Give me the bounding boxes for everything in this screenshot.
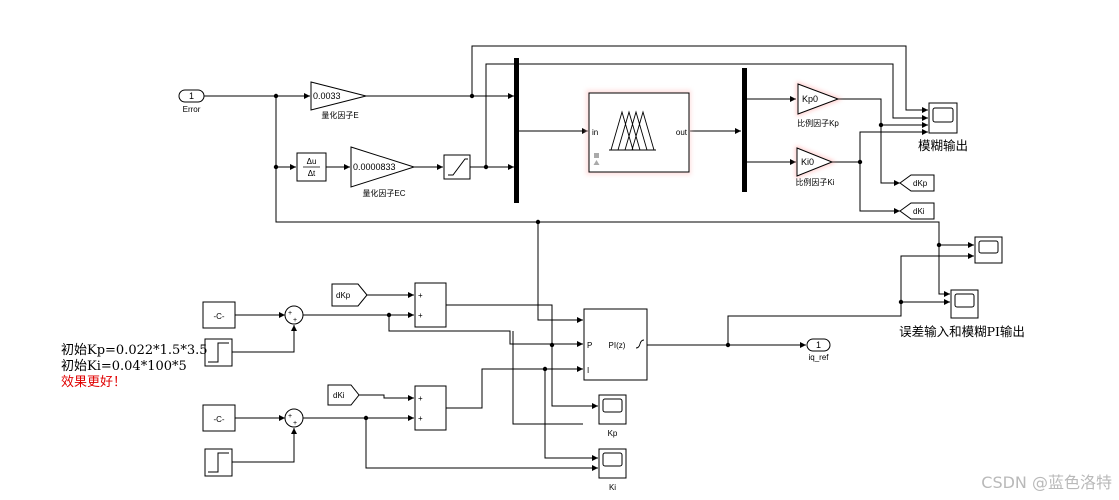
- scope-kp[interactable]: Kp: [598, 394, 627, 438]
- scope-error-lower[interactable]: 误差输入和模糊PI输出: [899, 289, 1025, 339]
- svg-text:-C-: -C-: [213, 312, 224, 321]
- step-ki[interactable]: [204, 448, 233, 477]
- scope-ki[interactable]: Ki: [598, 448, 627, 492]
- svg-text:+: +: [293, 317, 297, 324]
- svg-text:out: out: [676, 128, 688, 137]
- scope-ki-label: Ki: [609, 483, 616, 492]
- svg-text:dKi: dKi: [913, 207, 925, 216]
- note-line-1: 初始Kp=0.022*1.5*3.5: [61, 343, 208, 358]
- saturation-icon: [635, 339, 645, 349]
- svg-text:+: +: [418, 311, 423, 320]
- constant-kp[interactable]: -C-: [202, 301, 236, 329]
- from-dkp[interactable]: dKp: [331, 283, 368, 307]
- svg-text:P: P: [587, 341, 592, 350]
- svg-text:+: +: [293, 420, 297, 427]
- svg-text:Kp0: Kp0: [802, 94, 818, 104]
- from-dki[interactable]: dKi: [327, 384, 360, 406]
- outport-label: iq_ref: [808, 353, 829, 362]
- svg-text:+: +: [418, 291, 423, 300]
- branch-points: [273, 93, 942, 421]
- scope-fuzzy-output[interactable]: 模糊输出: [918, 102, 968, 153]
- inport-error-label: Error: [183, 105, 201, 114]
- svg-text:0.0033: 0.0033: [313, 91, 341, 101]
- annotation-note: 初始Kp=0.022*1.5*3.5 初始Ki=0.04*100*5 效果更好！: [61, 343, 208, 390]
- scope-fuzzy-label: 模糊输出: [918, 138, 968, 153]
- pi-controller-block[interactable]: P I PI(z): [583, 308, 648, 381]
- derivative-block[interactable]: Δu Δt: [296, 152, 327, 182]
- svg-text:dKp: dKp: [336, 291, 351, 300]
- gain-e-label: 量化因子E: [321, 110, 358, 120]
- svg-text:PI(z): PI(z): [609, 341, 626, 350]
- wire-e-to-fuzzy-scope: [471, 45, 928, 113]
- watermark-text: CSDN @蓝色洛特: [981, 473, 1112, 492]
- membership-functions-icon: [609, 110, 656, 151]
- svg-text:0.0000833: 0.0000833: [353, 162, 396, 172]
- gain-kp0-label: 比例因子Kp: [797, 118, 839, 128]
- svg-text:dKp: dKp: [913, 179, 928, 188]
- sum-circle-kp[interactable]: + +: [284, 305, 304, 325]
- sum-block-ki[interactable]: + +: [414, 385, 447, 431]
- gain-block-ec[interactable]: 0.0000833 量化因子EC: [350, 146, 416, 198]
- svg-text:+: +: [418, 414, 423, 423]
- note-line-3: 效果更好！: [61, 375, 126, 390]
- scope-kp-label: Kp: [608, 429, 618, 438]
- svg-text:Δu: Δu: [307, 157, 317, 166]
- sum-circle-ki[interactable]: + +: [284, 408, 304, 428]
- gain-block-kp0[interactable]: Kp0 比例因子Kp: [796, 81, 843, 128]
- wire-ec-to-fuzzy-scope: [485, 63, 928, 167]
- svg-text:+: +: [288, 310, 292, 317]
- svg-text:dKi: dKi: [333, 391, 345, 400]
- svg-text:1: 1: [189, 91, 194, 101]
- wire-error-down: [275, 167, 538, 223]
- svg-text:+: +: [288, 413, 292, 420]
- svg-text:Δt: Δt: [308, 169, 316, 178]
- svg-text:in: in: [592, 128, 598, 137]
- svg-text:Ki0: Ki0: [801, 157, 814, 167]
- fuzzy-logic-controller[interactable]: in out: [586, 90, 691, 175]
- goto-dki[interactable]: dKi: [899, 202, 935, 220]
- inport-error[interactable]: 1 Error: [178, 89, 205, 114]
- scope-error-upper[interactable]: [974, 236, 1003, 264]
- step-kp[interactable]: [204, 338, 233, 367]
- demux-bar[interactable]: [742, 68, 747, 192]
- outport-iq-ref[interactable]: 1 iq_ref: [806, 338, 831, 362]
- constant-ki[interactable]: -C-: [202, 404, 236, 432]
- mux-bar[interactable]: [514, 58, 519, 203]
- gain-block-ki0[interactable]: Ki0 比例因子Ki: [795, 145, 837, 187]
- scope-error-label: 误差输入和模糊PI输出: [899, 324, 1025, 339]
- svg-text:1: 1: [816, 340, 821, 350]
- svg-text:I: I: [587, 366, 589, 375]
- saturation-block[interactable]: [443, 154, 471, 180]
- sum-block-kp[interactable]: + +: [414, 282, 447, 328]
- signal-lines: [204, 45, 974, 471]
- gain-ki0-label: 比例因子Ki: [795, 177, 834, 187]
- note-line-2: 初始Ki=0.04*100*5: [61, 359, 187, 374]
- svg-text:-C-: -C-: [213, 415, 224, 424]
- goto-dkp[interactable]: dKp: [899, 174, 935, 192]
- gain-ec-label: 量化因子EC: [362, 188, 405, 198]
- wire-error-to-deriv: [275, 96, 296, 170]
- svg-text:+: +: [418, 394, 423, 403]
- gain-block-e[interactable]: 0.0033 量化因子E: [310, 81, 367, 120]
- mask-arrow-icon: [593, 153, 600, 165]
